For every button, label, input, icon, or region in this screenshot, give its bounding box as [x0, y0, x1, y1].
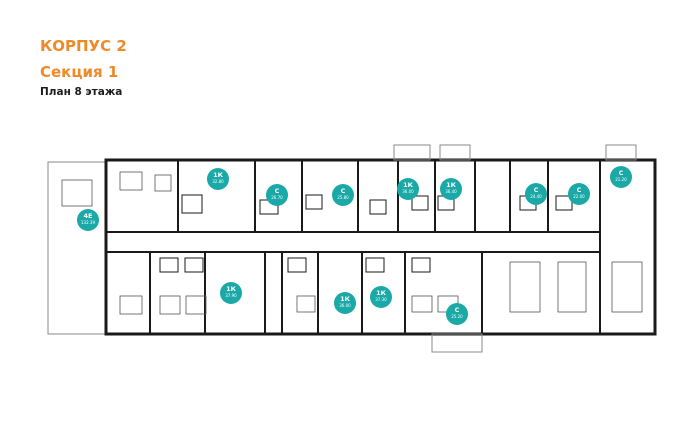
apartment-area-label: 25.80	[337, 195, 349, 200]
apartment-type-label: С	[533, 186, 539, 194]
apartment-area-label: 132.39	[81, 220, 95, 225]
apartment-type-label: С	[454, 306, 460, 314]
apartment-area-label: 36.00	[339, 303, 351, 308]
apartment-type-label: 1К	[213, 171, 223, 179]
section-title: Секция 1	[40, 63, 119, 81]
bathrooms	[159, 194, 573, 273]
apartment-area-label: 37.90	[225, 293, 237, 298]
apartment-area-label: 26.70	[271, 195, 283, 200]
apartment-type-label: 1К	[376, 289, 386, 297]
building-title: КОРПУС 2	[40, 37, 127, 55]
apartment-type-label: 1К	[340, 295, 350, 303]
terrace	[47, 161, 107, 335]
apartment-area-label: 36.40	[445, 189, 457, 194]
apartment-area-label: 36.00	[402, 189, 414, 194]
outer-walls	[104, 158, 657, 336]
apartment-type-label: С	[618, 169, 624, 177]
apartment-area-label: 32.80	[212, 179, 224, 184]
floor-plan-title: План 8 этажа	[40, 86, 123, 98]
apartment-type-label: 4Е	[83, 212, 93, 220]
apartment-area-label: 25.20	[451, 314, 463, 319]
balconies	[393, 144, 637, 353]
apartment-area-label: 21.20	[615, 177, 627, 182]
apartment-area-label: 22.00	[573, 194, 585, 199]
apartment-area-label: 24.40	[530, 194, 542, 199]
apartment-type-label: С	[274, 187, 280, 195]
apartment-area-label: 37.30	[375, 297, 387, 302]
apartment-type-label: 1К	[446, 181, 456, 189]
upper-partitions	[177, 160, 601, 232]
apartment-type-label: 1К	[403, 181, 413, 189]
apartment-type-label: С	[340, 187, 346, 195]
apartment-type-label: 1К	[226, 285, 236, 293]
apartment-type-label: С	[576, 186, 582, 194]
lower-partitions	[149, 232, 601, 334]
corridor-walls	[106, 231, 600, 253]
